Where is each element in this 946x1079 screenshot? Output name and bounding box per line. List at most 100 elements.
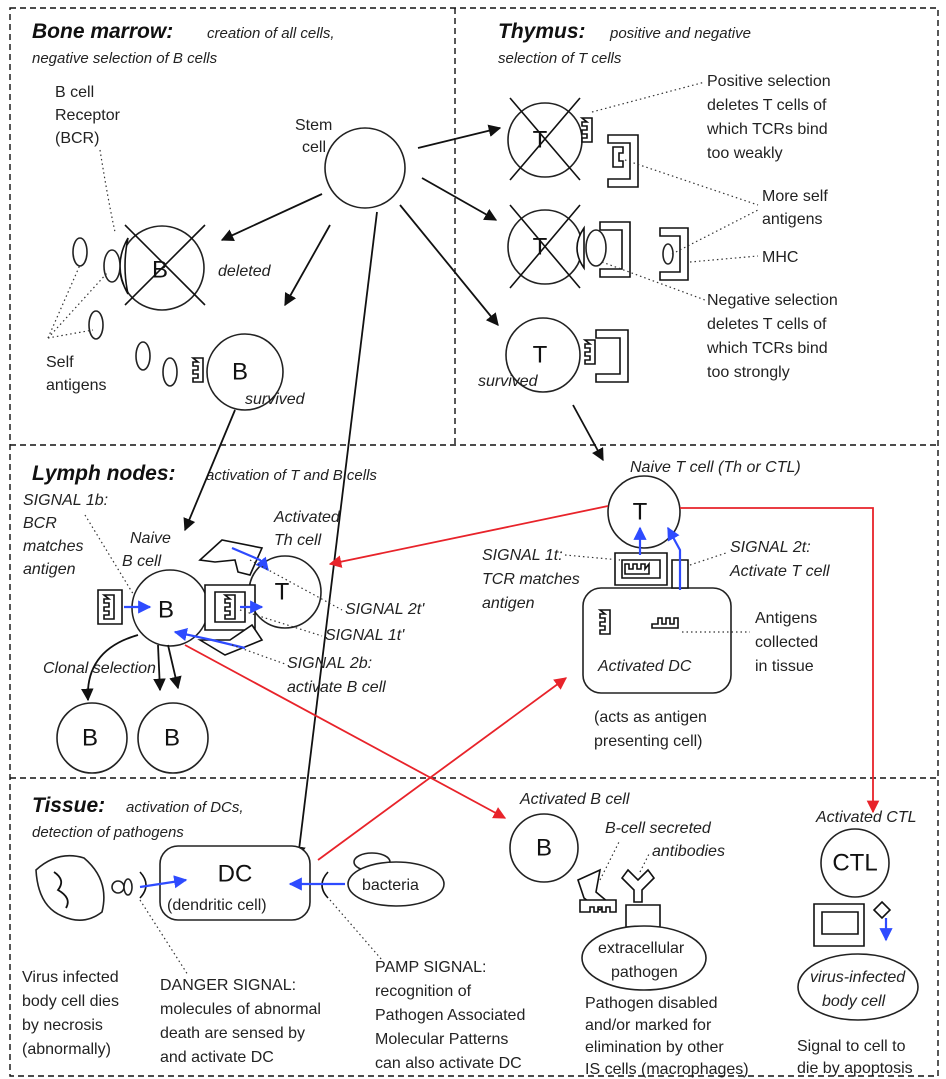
- mhc-pointer: [689, 255, 759, 263]
- signal-arrow: [139, 875, 188, 889]
- cross-line: [509, 97, 581, 181]
- arrow-clone: [153, 644, 166, 692]
- pamp-signal-label: recognition of: [375, 983, 472, 1000]
- positive-selection-label: which TCRs bind: [706, 121, 828, 138]
- arrow-stem-to-b: [220, 193, 323, 241]
- arrow-t-to-lymph: [572, 404, 604, 462]
- secreted-antibodies-label: B-cell secreted: [605, 820, 712, 837]
- self-antigens-pointer: [47, 264, 81, 339]
- cell-letter: B: [164, 725, 180, 752]
- activation-arrow: [317, 677, 568, 861]
- signal-2b-label: SIGNAL 2b:: [287, 655, 372, 672]
- signal-2t-pointer: [689, 552, 727, 566]
- cd40-complex: [197, 623, 264, 656]
- naive-t-label: Naive T cell (Th or CTL): [630, 459, 801, 476]
- arrow-b-to-lymph: [183, 409, 236, 532]
- dc-label: (dendritic cell): [167, 897, 267, 914]
- danger-signal-label: death are sensed by: [160, 1025, 305, 1042]
- extracellular-label: extracellular: [598, 940, 685, 957]
- antigens-collected-label: Antigens: [755, 610, 817, 627]
- pamp-signal-label: PAMP SIGNAL:: [375, 959, 486, 976]
- bacteria: [347, 861, 445, 907]
- signal-2b-pointer: [231, 644, 286, 665]
- bcr-label: B cell: [55, 84, 94, 101]
- stem-cell: [324, 127, 406, 209]
- virus-text-label: Virus infected: [22, 969, 119, 986]
- activation-arrow: [680, 507, 880, 814]
- bcr-receptor: [192, 357, 204, 383]
- signal-1t-label: SIGNAL 1t:: [482, 547, 563, 564]
- signal-2t-prime-label: SIGNAL 2t': [345, 601, 425, 618]
- antigen: [612, 146, 624, 168]
- activated-th-label: Th cell: [274, 532, 322, 549]
- necrotic-body-cell: [35, 854, 105, 921]
- activation-arrow: [328, 505, 609, 568]
- self-antigen: [585, 229, 607, 267]
- cell-letter: T: [533, 127, 548, 154]
- pathogen-disabled-label: elimination by other: [585, 1039, 724, 1056]
- more-self-antigens-label: More self: [762, 188, 828, 205]
- activated-dc: [582, 587, 732, 694]
- cross-line: [124, 224, 206, 306]
- mhc-label: MHC: [762, 249, 798, 266]
- positive-selection-label: deletes T cells of: [707, 97, 827, 114]
- cloned-b-cell: [56, 702, 128, 774]
- cell-letter: B: [536, 835, 552, 862]
- heading-sub: creation of all cells,: [207, 25, 335, 42]
- negative-selection-label: deletes T cells of: [707, 316, 827, 333]
- bcr-receptor: [119, 237, 129, 295]
- signal-2t-label: Activate T cell: [729, 563, 830, 580]
- tcr-receptor: [576, 225, 585, 271]
- signal-1b-label: antigen: [23, 561, 76, 578]
- danger-signal-label: molecules of abnormal: [160, 1001, 321, 1018]
- bcr-label: Receptor: [55, 107, 121, 124]
- survived-t-cell: [505, 317, 581, 393]
- activated-b-cell: [509, 813, 579, 883]
- heading-sub: selection of T cells: [498, 50, 622, 67]
- heading-title: Thymus:: [498, 20, 586, 43]
- antibody: [620, 868, 656, 903]
- self-antigen: [135, 341, 151, 371]
- signal-1t-label: antigen: [482, 595, 535, 612]
- arrow-stem-to-t: [399, 204, 499, 326]
- stem-label: cell: [302, 139, 326, 156]
- self-antigen: [662, 243, 674, 265]
- cell-letter: T: [633, 499, 648, 526]
- survived-label: survived: [245, 391, 306, 408]
- arrow-stem-to-t: [417, 124, 502, 149]
- naive-t-cell: [607, 475, 681, 549]
- antigens-collected-label: in tissue: [755, 658, 814, 675]
- danger-receptor: [139, 871, 147, 899]
- self-antigens-pointer: [47, 271, 109, 339]
- antibodies-pointer: [599, 839, 621, 881]
- positive-selection-label: too weakly: [707, 145, 783, 162]
- virus-text-label: by necrosis: [22, 1017, 103, 1034]
- survived-b-cell: [206, 333, 284, 411]
- bcr-pointer: [99, 149, 116, 233]
- antibody-antigen: [579, 899, 617, 913]
- heading-title: Tissue:: [32, 794, 105, 817]
- more-self-antigens-label: antigens: [762, 211, 823, 228]
- survived-label: survived: [478, 373, 539, 390]
- tissue-section: Activated B cell B B-cell secreted antib…: [22, 791, 919, 1078]
- apoptosis-label: die by apoptosis: [797, 1060, 913, 1077]
- cell-letter: B: [158, 597, 174, 624]
- outer-border: [9, 7, 939, 1077]
- signal-1b-label: BCR: [23, 515, 57, 532]
- cell-letter: T: [533, 342, 548, 369]
- negative-selection-label: too strongly: [707, 364, 790, 381]
- arrow-stem-to-b: [284, 224, 331, 307]
- danger-pointer: [139, 899, 189, 976]
- self-antigen: [72, 237, 88, 267]
- bacteria-label: bacteria: [362, 877, 419, 894]
- signal-1b-label: SIGNAL 1b:: [23, 492, 108, 509]
- negative-selection-label: Negative selection: [707, 292, 838, 309]
- mhc-molecule: [599, 221, 631, 278]
- antigen-receptor: [599, 609, 611, 635]
- arrow-clone: [167, 644, 182, 690]
- cell-letter: B: [82, 725, 98, 752]
- positive-selection-label: Positive selection: [707, 73, 831, 90]
- self-antigen: [88, 310, 104, 340]
- cell-letter: T: [533, 234, 548, 261]
- bcr-label: (BCR): [55, 130, 99, 147]
